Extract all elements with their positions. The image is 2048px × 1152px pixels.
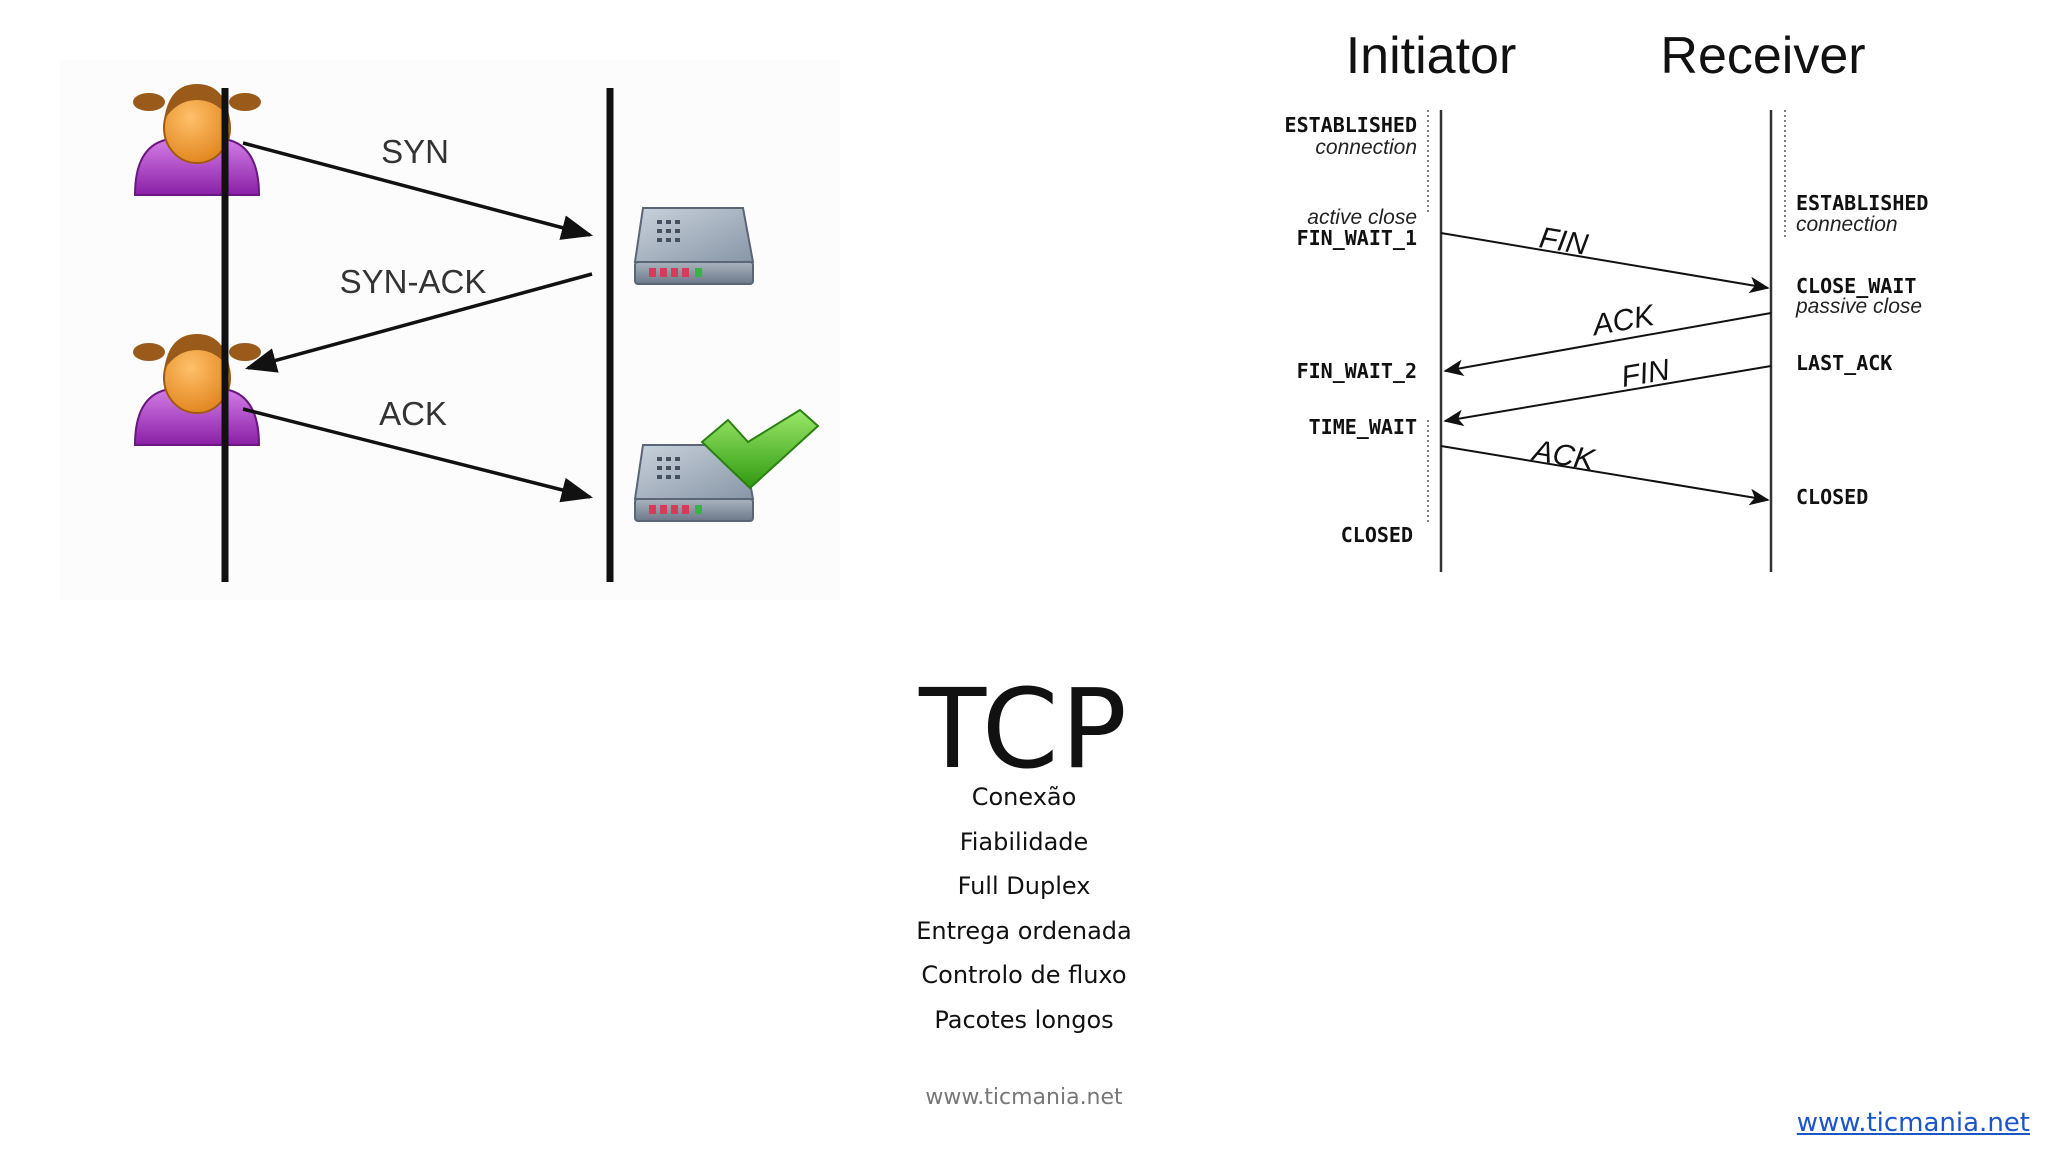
syn-ack-arrow [244,272,593,373]
receiver-heading: Receiver [1660,27,1865,85]
syn-ack-label: SYN-ACK [340,263,487,300]
receiver-passive-close: passive close [1795,295,1922,318]
initiator-state-time-wait: TIME_WAIT [1309,415,1417,439]
footer-link[interactable]: www.ticmania.net [1796,1108,2030,1138]
initiator-state-connection: connection [1315,136,1417,159]
ack-arrow [242,407,594,503]
person-icon [133,84,261,196]
fin-label: FIN [1537,221,1590,262]
router-icon [633,207,755,285]
receiver-state-connection: connection [1796,213,1898,236]
three-way-handshake-diagram: SYN SYN-ACK ACK [60,60,840,600]
ack-label: ACK [379,395,447,432]
receiver-state-closed: CLOSED [1796,485,1868,509]
list-item: Full Duplex [957,872,1091,901]
syn-arrow [242,141,594,240]
list-item: Fiabilidade [959,827,1089,856]
initiator-active-close: active close [1307,206,1417,229]
list-item: Conexão [971,783,1077,811]
initiator-state-closed: CLOSED [1341,523,1413,547]
footer-url: www.ticmania.net [925,1085,1123,1110]
initiator-state-established: ESTABLISHED [1285,113,1417,137]
feature-list: Conexão Fiabilidade Full Duplex Entrega … [0,775,2048,1043]
fin-label: FIN [1619,353,1672,394]
checkmark-icon [700,408,820,490]
ack-arrow [1440,445,1770,506]
syn-label: SYN [381,133,449,170]
connection-termination-diagram: Initiator Receiver ESTABLISHED connectio… [1240,20,2040,580]
receiver-state-last-ack: LAST_ACK [1796,351,1892,375]
initiator-heading: Initiator [1346,27,1517,85]
receiver-state-close-wait: CLOSE_WAIT [1796,274,1916,298]
list-item: Controlo de fluxo [921,961,1127,990]
list-item: Pacotes longos [934,1005,1114,1034]
receiver-state-established: ESTABLISHED [1796,191,1928,215]
ack-label: ACK [1588,299,1658,343]
handshake-svg: SYN SYN-ACK ACK [133,84,820,582]
list-item: Entrega ordenada [916,916,1132,945]
ack-arrow [1443,312,1772,376]
fin-arrow [1443,365,1772,427]
person-icon [133,334,261,446]
initiator-state-fin-wait-1: FIN_WAIT_1 [1297,226,1417,250]
initiator-state-fin-wait-2: FIN_WAIT_2 [1297,359,1417,383]
ack-label: ACK [1528,434,1598,477]
fin-arrow [1440,232,1770,294]
termination-svg: Initiator Receiver ESTABLISHED connectio… [1285,27,1928,572]
slide-title: TCP [919,664,1129,793]
